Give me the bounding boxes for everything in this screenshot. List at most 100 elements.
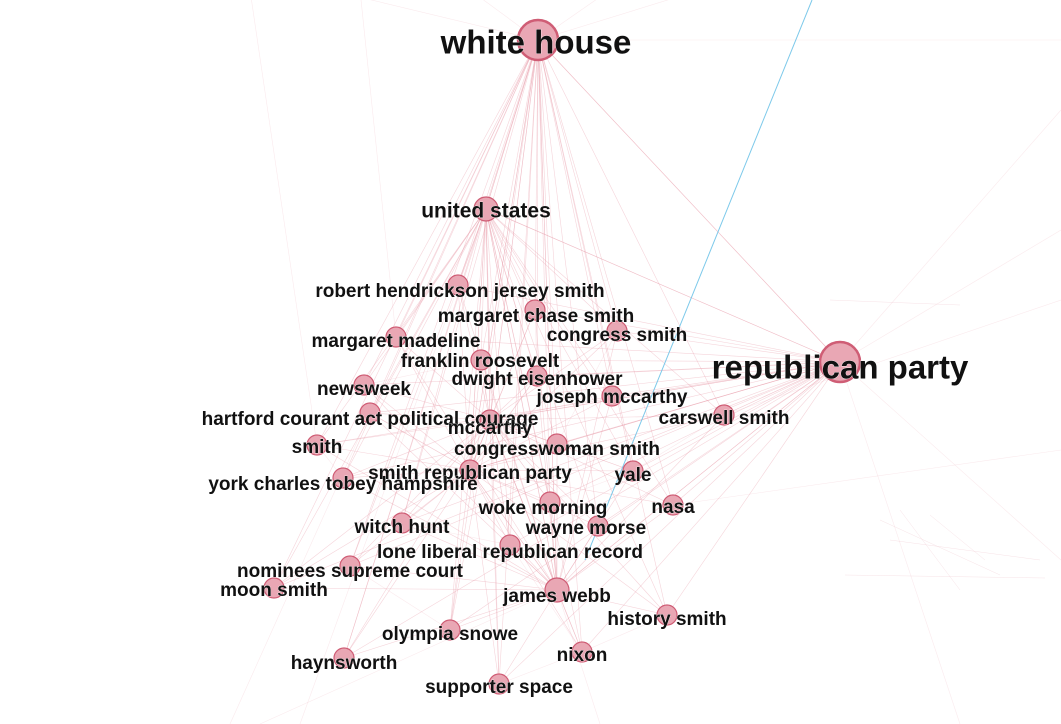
node-margaret-madeline[interactable]	[385, 326, 407, 348]
node-label-olympia-snowe: olympia snowe	[382, 624, 518, 645]
graph-edge	[469, 330, 618, 471]
graph-edge	[537, 39, 668, 616]
node-olympia-snowe[interactable]	[439, 619, 461, 641]
node-nixon[interactable]	[571, 641, 593, 663]
graph-edge	[349, 565, 558, 591]
node-james-webb[interactable]	[544, 577, 570, 603]
graph-edge	[556, 330, 618, 445]
node-newsweek[interactable]	[353, 374, 375, 396]
node-york-charles-tobey[interactable]	[332, 467, 354, 489]
graph-edge	[363, 384, 471, 471]
node-yale[interactable]	[622, 460, 644, 482]
graph-edge	[273, 587, 558, 591]
graph-edge	[489, 419, 500, 685]
node-nominees-supreme-court[interactable]	[339, 555, 361, 577]
graph-edge	[485, 208, 536, 311]
graph-edge	[489, 419, 511, 546]
node-label-history-smith: history smith	[607, 609, 726, 630]
node-label-smith-republican-party: smith republican party	[368, 463, 572, 484]
graph-edge	[469, 469, 558, 591]
graph-edge	[316, 444, 471, 471]
node-congresswoman-smith[interactable]	[546, 433, 568, 455]
graph-edge	[537, 39, 551, 503]
graph-edge	[469, 208, 487, 471]
node-wayne-morse[interactable]	[587, 515, 609, 537]
graph-edge	[632, 361, 841, 472]
node-republican-party[interactable]	[818, 340, 862, 384]
graph-edge	[360, 0, 397, 338]
graph-edge	[343, 419, 491, 659]
node-lone-liberal[interactable]	[499, 534, 521, 556]
background-cluster	[829, 299, 1046, 591]
graph-edge	[485, 208, 841, 363]
graph-edge	[485, 208, 500, 685]
graph-edge	[469, 469, 511, 546]
graph-edge	[839, 229, 1061, 363]
node-supporter-space[interactable]	[488, 673, 510, 695]
graph-edge	[342, 208, 487, 479]
node-robert-hendrickson[interactable]	[447, 274, 469, 296]
graph-nodes	[263, 18, 862, 695]
graph-edge	[489, 419, 551, 503]
graph-edge	[349, 39, 539, 567]
graph-edge	[485, 208, 538, 377]
node-dwight-eisenhower[interactable]	[526, 365, 548, 387]
graph-edge	[449, 208, 487, 631]
highlighted-edge	[584, 0, 813, 561]
graph-edge	[549, 361, 841, 503]
node-moon-smith[interactable]	[263, 577, 285, 599]
graph-edge	[273, 419, 491, 589]
node-joseph-mccarthy[interactable]	[601, 385, 623, 407]
graph-edge	[556, 589, 668, 616]
graph-edge	[581, 614, 668, 653]
node-mccarthy[interactable]	[479, 409, 501, 431]
graph-edge	[349, 419, 491, 567]
node-united-states[interactable]	[473, 196, 499, 222]
node-franklin-roosevelt[interactable]	[470, 349, 492, 371]
node-smith[interactable]	[306, 434, 328, 456]
graph-edge	[485, 208, 634, 472]
graph-edge	[489, 419, 551, 503]
node-woke-morning[interactable]	[539, 491, 561, 513]
graph-edge	[401, 522, 558, 591]
graph-edge	[723, 361, 841, 416]
node-smith-republican-party[interactable]	[459, 459, 481, 481]
graph-edge	[480, 39, 539, 361]
graph-edge	[537, 39, 558, 445]
graph-edge	[485, 208, 551, 503]
graph-edge	[449, 419, 491, 631]
graph-edge	[343, 39, 539, 659]
graph-edge	[363, 359, 482, 386]
graph-edge	[370, 0, 539, 41]
node-label-nixon: nixon	[557, 645, 608, 666]
graph-edge	[469, 469, 668, 616]
node-white-house[interactable]	[516, 18, 560, 62]
graph-edge	[556, 361, 841, 591]
graph-edge	[485, 208, 558, 445]
graph-edge	[349, 361, 841, 567]
node-label-woke-morning: woke morning	[478, 498, 608, 519]
graph-edge	[449, 39, 539, 631]
graph-edge	[469, 39, 539, 471]
node-witch-hunt[interactable]	[391, 512, 413, 534]
node-label-dwight-eisenhower: dwight eisenhower	[451, 369, 623, 390]
graph-edge	[489, 419, 558, 445]
node-congress-smith[interactable]	[606, 320, 628, 342]
graph-edge	[469, 375, 538, 471]
graph-edge	[489, 419, 599, 527]
graph-edge	[449, 361, 841, 631]
node-hartford-courant[interactable]	[359, 402, 381, 424]
graph-edge	[469, 469, 599, 527]
graph-edge	[369, 361, 841, 414]
graph-edge	[457, 39, 539, 286]
graph-edge	[556, 525, 599, 591]
node-nasa[interactable]	[662, 494, 684, 516]
node-history-smith[interactable]	[656, 604, 678, 626]
graph-edge	[229, 412, 371, 724]
graph-edge	[401, 39, 539, 524]
graph-edge	[611, 361, 841, 397]
node-margaret-chase-smith[interactable]	[524, 299, 546, 321]
node-haynsworth[interactable]	[333, 647, 355, 669]
node-carswell-smith[interactable]	[713, 404, 735, 426]
